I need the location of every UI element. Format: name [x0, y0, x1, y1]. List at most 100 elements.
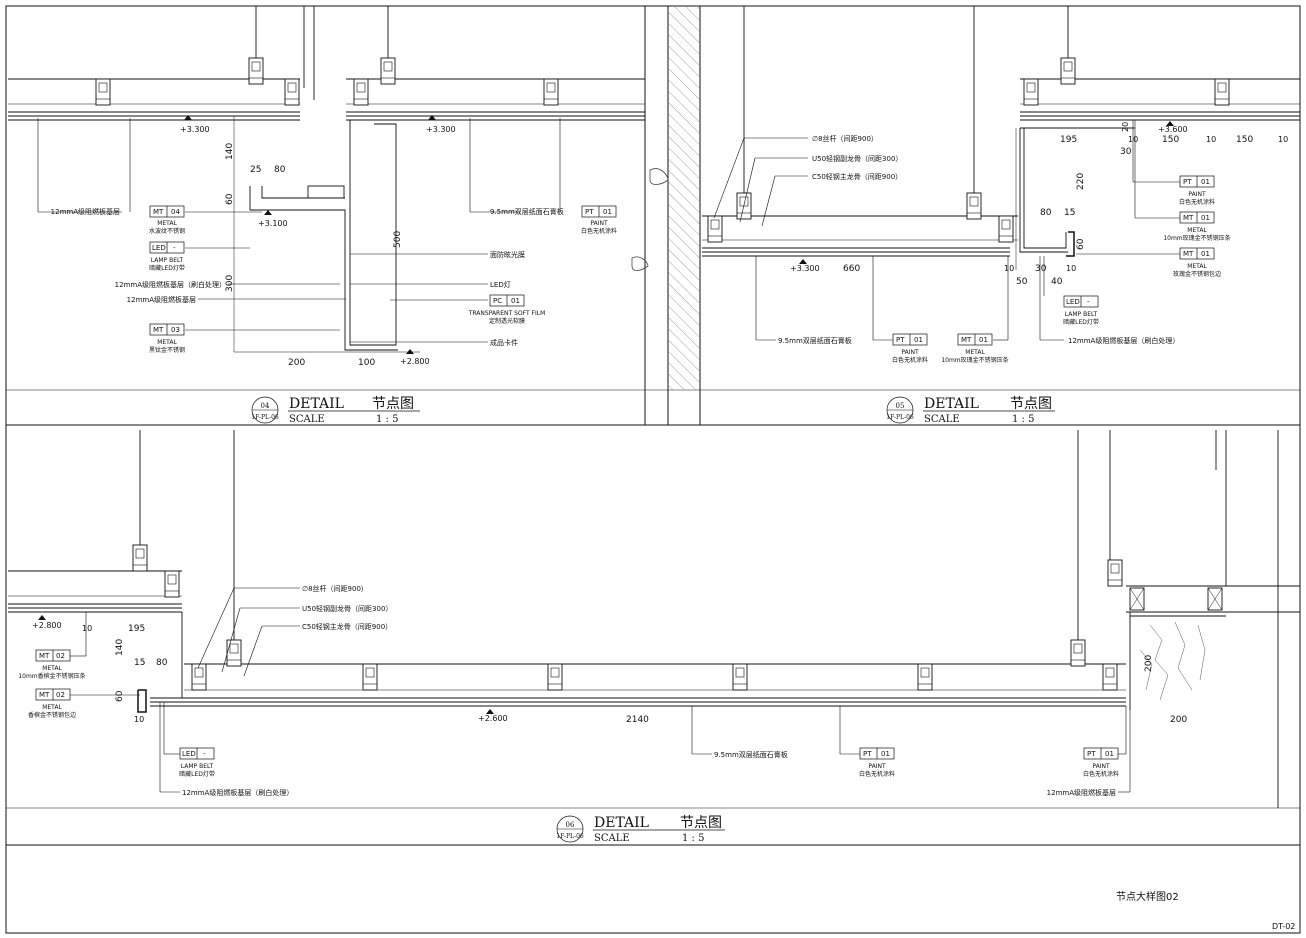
dimension: 195 — [1060, 135, 1077, 145]
svg-text:SCALE: SCALE — [289, 414, 325, 425]
svg-text:1 : 5: 1 : 5 — [1012, 414, 1034, 425]
callout-text: 面防眩光膜 — [490, 250, 525, 259]
detail-06: +2.800 +2.600 10 195 140 15 80 60 10 214… — [8, 430, 1300, 844]
detail-04: +3.300 +3.300 +3.100 +2.800 140 60 25 80… — [8, 6, 645, 425]
svg-text:METAL: METAL — [1187, 263, 1207, 270]
level-label: +3.300 — [426, 125, 456, 134]
dimension: 150 — [1162, 135, 1179, 145]
material-tag: MT 02 METAL 10mm香槟金不锈钢压条 — [18, 649, 86, 680]
dimension: 80 — [156, 658, 168, 668]
svg-text:LED: LED — [152, 244, 166, 252]
svg-text:1 : 5: 1 : 5 — [682, 833, 704, 844]
svg-text:10mm香槟金不锈钢压条: 10mm香槟金不锈钢压条 — [18, 672, 85, 680]
dimension: 195 — [128, 624, 145, 634]
dimension: 10 — [82, 624, 92, 633]
sheet-title: 节点大样图02 — [1116, 890, 1179, 903]
material-tag: PT 01 PAINT 白色无机涂料 — [1179, 175, 1215, 206]
svg-text:02: 02 — [56, 691, 65, 699]
svg-text:LAMP BELT: LAMP BELT — [181, 763, 214, 770]
callout-text: 12mmA级阻燃板基层 — [127, 295, 196, 304]
material-tag: LED - LAMP BELT 暗藏LED灯带 — [1063, 295, 1099, 326]
svg-text:玫瑰金不锈钢包边: 玫瑰金不锈钢包边 — [1173, 270, 1221, 278]
detail-05: +3.300 +3.600 660 50 10 30 40 10 80 15 2… — [702, 6, 1300, 425]
svg-text:LAMP BELT: LAMP BELT — [151, 257, 184, 264]
svg-text:PT: PT — [1183, 178, 1192, 186]
svg-text:1 : 5: 1 : 5 — [376, 414, 398, 425]
material-tag: LED - LAMP BELT 暗藏LED灯带 — [179, 747, 215, 778]
callout-text: 12mmA级阻燃板基层（刷白处理） — [115, 280, 226, 289]
callout-text: LED灯 — [490, 280, 511, 289]
dimension: 30 — [1120, 147, 1132, 157]
svg-text:PT: PT — [1087, 750, 1096, 758]
material-tag: MT 02 METAL 香槟金不锈钢包边 — [28, 688, 76, 719]
material-tag: MT 01 METAL 10mm玫瑰金不锈钢压条 — [941, 333, 1009, 364]
svg-text:10mm玫瑰金不锈钢压条: 10mm玫瑰金不锈钢压条 — [1163, 234, 1230, 242]
svg-text:PAINT: PAINT — [1092, 763, 1110, 770]
svg-text:节点图: 节点图 — [372, 396, 414, 412]
svg-text:METAL: METAL — [42, 704, 62, 711]
svg-text:PT: PT — [585, 208, 594, 216]
material-tag: MT 01 METAL 10mm玫瑰金不锈钢压条 — [1163, 211, 1231, 242]
material-tag: PT 01 PAINT 白色无机涂料 — [892, 333, 928, 364]
dimension: 20 — [1121, 122, 1130, 132]
svg-text:-: - — [203, 750, 206, 758]
stone-texture — [1139, 621, 1206, 701]
material-tag: LED - LAMP BELT 暗藏LED灯带 — [149, 241, 185, 272]
svg-text:定制透光软膜: 定制透光软膜 — [489, 317, 525, 325]
svg-text:04: 04 — [171, 208, 180, 216]
dimension: 60 — [225, 193, 235, 205]
dimension: 50 — [1016, 277, 1028, 287]
svg-text:PAINT: PAINT — [1188, 191, 1206, 198]
dimension: 150 — [1236, 135, 1253, 145]
svg-text:02: 02 — [56, 652, 65, 660]
svg-text:DETAIL: DETAIL — [594, 815, 649, 831]
svg-text:PAINT: PAINT — [901, 349, 919, 356]
note-text: 12mmA级阻燃板基层（刷白处理） — [182, 788, 293, 797]
material-tag: MT 04 METAL 水波纹不锈钢 — [149, 205, 185, 235]
note-text: C50轻钢主龙骨（间距900） — [302, 622, 392, 631]
svg-text:01: 01 — [881, 750, 890, 758]
svg-text:MT: MT — [1183, 250, 1194, 258]
svg-text:DETAIL: DETAIL — [924, 396, 979, 412]
callout-text: 9.5mm双层纸面石膏板 — [490, 207, 564, 216]
svg-text:白色无机涂料: 白色无机涂料 — [892, 356, 928, 364]
break-symbol — [631, 168, 669, 271]
note-text: C50轻钢主龙骨（间距900） — [812, 172, 902, 181]
svg-text:香槟金不锈钢包边: 香槟金不锈钢包边 — [28, 711, 76, 719]
note-text: ∅8丝杆（间距900） — [302, 584, 368, 593]
svg-text:暗藏LED灯带: 暗藏LED灯带 — [179, 770, 215, 778]
level-label: +2.800 — [32, 621, 62, 630]
svg-text:PAINT: PAINT — [868, 763, 886, 770]
svg-text:暗藏LED灯带: 暗藏LED灯带 — [149, 264, 185, 272]
svg-text:01: 01 — [511, 297, 520, 305]
wall-hatch — [668, 6, 700, 390]
level-label: +3.600 — [1158, 125, 1188, 134]
svg-text:01: 01 — [1105, 750, 1114, 758]
svg-text:03: 03 — [171, 326, 180, 334]
svg-text:MT: MT — [1183, 214, 1194, 222]
material-tag: PT 01 PAINT 白色无机涂料 — [1083, 747, 1119, 778]
dimension: 200 — [1170, 715, 1187, 725]
svg-text:节点图: 节点图 — [1010, 396, 1052, 412]
sheet-frame — [5, 5, 1301, 934]
dimension: 80 — [274, 165, 286, 175]
svg-text:TRANSPARENT SOFT FILM: TRANSPARENT SOFT FILM — [468, 310, 546, 317]
svg-text:LAMP BELT: LAMP BELT — [1065, 311, 1098, 318]
dimension: 500 — [393, 231, 403, 248]
svg-text:1F-PL-06: 1F-PL-06 — [556, 833, 584, 840]
svg-text:PT: PT — [896, 336, 905, 344]
svg-text:节点图: 节点图 — [680, 815, 722, 831]
svg-text:01: 01 — [979, 336, 988, 344]
dimension: 140 — [115, 639, 125, 656]
dimension: 10 — [134, 715, 144, 724]
svg-text:METAL: METAL — [965, 349, 985, 356]
dimension: 60 — [115, 690, 125, 702]
level-label: +2.800 — [400, 357, 430, 366]
dimension: 300 — [225, 275, 235, 292]
svg-text:06: 06 — [566, 821, 575, 829]
svg-text:LED: LED — [1066, 298, 1080, 306]
note-text: 12mmA级阻燃板基层（刷白处理） — [1068, 336, 1179, 345]
svg-text:-: - — [1087, 298, 1090, 306]
svg-text:01: 01 — [1201, 250, 1210, 258]
dimension: 80 — [1040, 208, 1052, 218]
